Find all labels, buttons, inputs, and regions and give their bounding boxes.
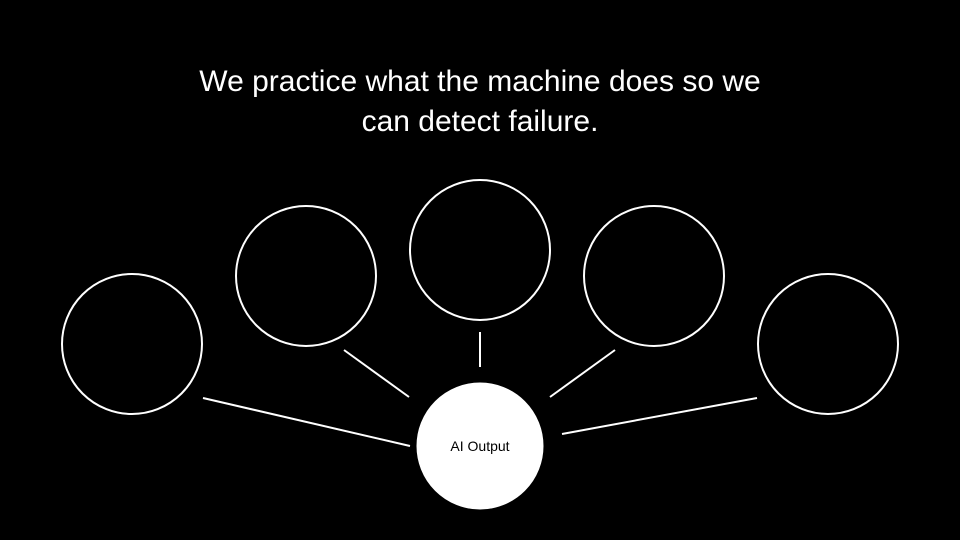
outer-node-4 <box>583 205 725 347</box>
connector-line-2 <box>343 349 410 398</box>
slide-title-line-2: can detect failure. <box>361 105 599 138</box>
outer-node-3 <box>409 179 551 321</box>
outer-node-5 <box>757 273 899 415</box>
outer-node-2 <box>235 205 377 347</box>
outer-node-1 <box>61 273 203 415</box>
slide-title-line-1: We practice what the machine does so we <box>199 65 761 98</box>
connector-line-4 <box>549 349 616 398</box>
slide-title: We practice what the machine does so we … <box>170 62 790 142</box>
connector-line-5 <box>561 397 758 435</box>
center-node <box>416 382 544 510</box>
center-node-label: AI Output <box>450 438 510 454</box>
connector-line-1 <box>202 397 411 447</box>
